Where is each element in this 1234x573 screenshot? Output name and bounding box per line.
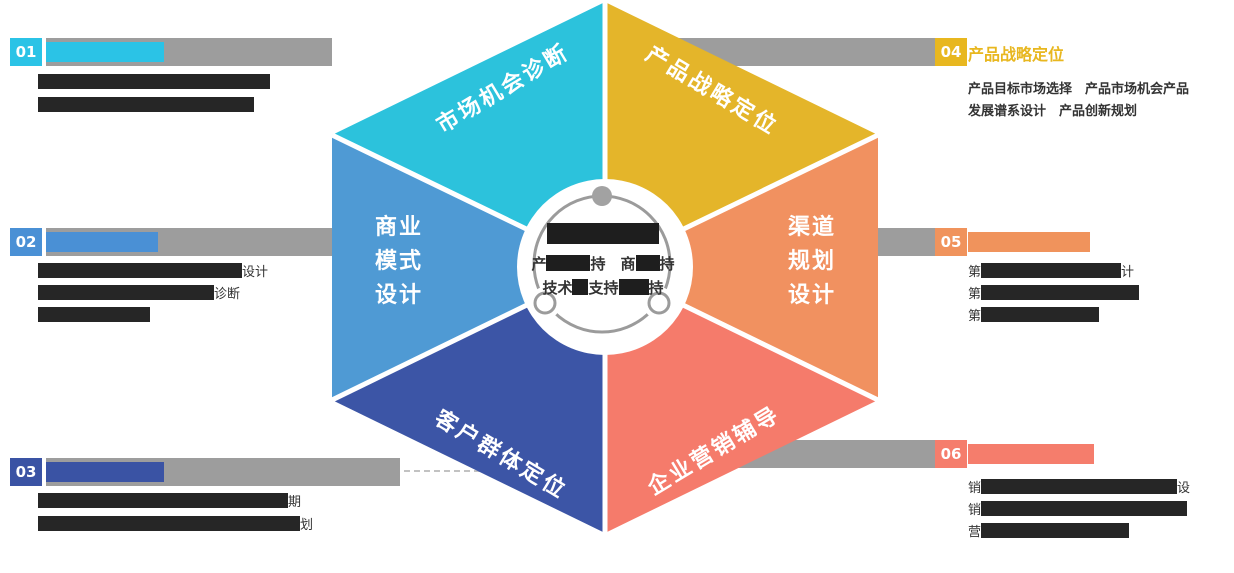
- callout-05-line-3: 第: [968, 307, 1100, 325]
- callout-02-line-1: 设计: [38, 263, 268, 281]
- callout-06-line-1: 销设: [968, 479, 1190, 497]
- callout-03-line-2: 划: [38, 516, 313, 534]
- callout-01-line-1: [38, 74, 270, 92]
- redacted-text: [572, 279, 589, 295]
- redacted-text: [618, 279, 649, 295]
- redacted-center-title: [547, 223, 659, 244]
- callout-05-title-redacted: [968, 232, 1090, 252]
- callout-03-title-redacted: [46, 462, 164, 482]
- label-line: 设计: [374, 283, 423, 308]
- text-fragment: 销: [968, 481, 982, 496]
- callout-01-title-redacted: [46, 42, 164, 62]
- label-line: 渠道: [787, 215, 836, 240]
- text-fragment: 第: [968, 265, 982, 280]
- callout-06-number: 06: [935, 440, 967, 468]
- text-fragment: 划: [300, 518, 314, 533]
- connector-bar-04: [660, 38, 935, 66]
- text-fragment: 持 商: [590, 254, 636, 273]
- text-fragment: 产: [531, 254, 547, 273]
- text-fragment: 计: [1121, 265, 1135, 280]
- center-row-1: 产持 商持: [515, 251, 691, 275]
- dashed-connector: [404, 470, 480, 472]
- text-fragment: 第: [968, 287, 982, 302]
- callout-04-line-1: 产品目标市场选择 产品市场机会产品: [968, 82, 1190, 97]
- text-fragment: 支持: [588, 278, 619, 297]
- redacted-text: [981, 285, 1140, 300]
- redacted-text: [38, 493, 288, 508]
- text-fragment: 技术: [542, 278, 573, 297]
- text-fragment: 设计: [242, 265, 269, 280]
- redacted-text: [38, 74, 270, 89]
- redacted-text: [981, 501, 1188, 516]
- text-fragment: 第: [968, 309, 982, 324]
- redacted-text: [635, 255, 660, 271]
- segment-label-customer-group: 客户群体定位: [429, 405, 572, 505]
- redacted-text: [981, 523, 1130, 538]
- callout-03-line-1: 期: [38, 493, 301, 511]
- segment-label-channel-planning: 渠道 规划 设计: [767, 211, 857, 313]
- redacted-text: [38, 97, 254, 112]
- redacted-text: [981, 479, 1178, 494]
- label-line: 商业: [374, 215, 423, 240]
- callout-06-title-redacted: [968, 444, 1094, 464]
- callout-04-title: 产品战略定位: [968, 45, 1065, 64]
- text-fragment: 持: [659, 254, 675, 273]
- text-fragment: 期: [288, 495, 302, 510]
- redacted-text: [38, 516, 300, 531]
- callout-06-line-3: 营: [968, 523, 1130, 541]
- ring-dot-top: [592, 186, 612, 206]
- callout-02-line-2: 诊断: [38, 285, 240, 303]
- callout-02-title-redacted: [46, 232, 158, 252]
- text-fragment: 销: [968, 503, 982, 518]
- redacted-text: [981, 307, 1100, 322]
- segment-label-business-model: 商业 模式 设计: [354, 211, 444, 313]
- label-line: 设计: [787, 283, 836, 308]
- redacted-text: [38, 285, 214, 300]
- text-fragment: 持: [648, 278, 664, 297]
- text-fragment: 诊断: [214, 287, 241, 302]
- text-fragment: 营: [968, 525, 982, 540]
- connector-bar-05: [845, 228, 935, 256]
- redacted-text: [38, 263, 242, 278]
- redacted-text: [546, 255, 591, 271]
- center-content: 产持 商持 技术支持持: [515, 223, 691, 299]
- callout-05-line-2: 第: [968, 285, 1140, 303]
- label-line: 模式: [374, 249, 423, 274]
- center-row-2: 技术支持 持: [515, 275, 691, 299]
- redacted-text: [38, 307, 150, 322]
- callout-05-number: 05: [935, 228, 967, 256]
- callout-04-number: 04: [935, 38, 967, 66]
- callout-03-number: 03: [10, 458, 42, 486]
- label-line: 规划: [787, 249, 836, 274]
- callout-04-line-2: 发展谱系设计 产品创新规划: [968, 104, 1138, 119]
- callout-05-line-1: 第计: [968, 263, 1134, 281]
- callout-01-number: 01: [10, 38, 42, 66]
- text-fragment: 设: [1177, 481, 1191, 496]
- segment-label-market-opportunity: 市场机会诊断: [432, 39, 575, 139]
- callout-02-line-3: [38, 307, 150, 325]
- callout-06-line-2: 销: [968, 501, 1188, 519]
- callout-02-number: 02: [10, 228, 42, 256]
- redacted-text: [981, 263, 1122, 278]
- callout-01-line-2: [38, 97, 254, 115]
